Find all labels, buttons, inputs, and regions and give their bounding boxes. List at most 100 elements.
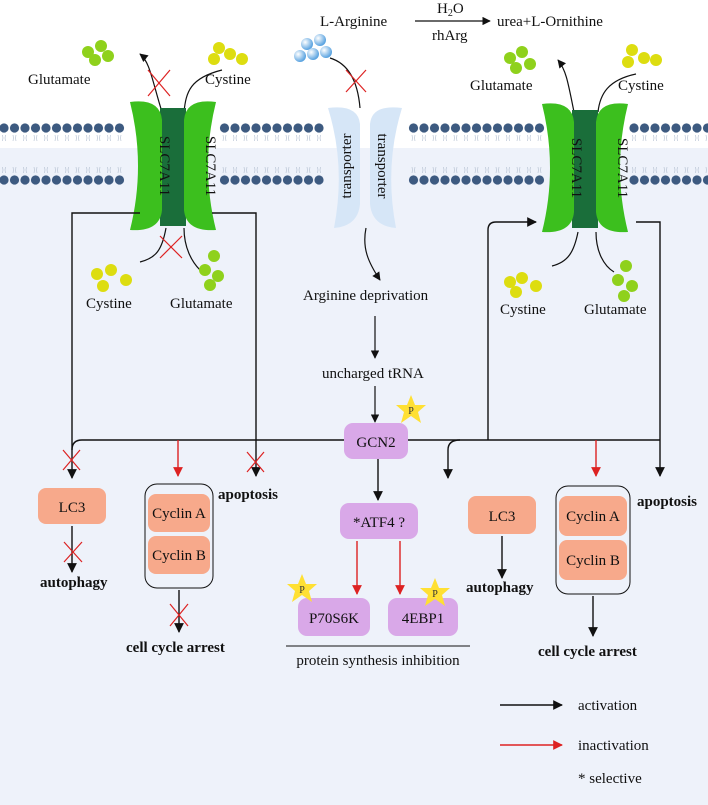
lipid-tail [306,166,311,174]
arginase-reaction: L-Arginine H2O rhArg urea+L-Ornithine [320,1,603,44]
slc7a11-left-subunit [130,101,162,231]
inhibit-cross [246,451,265,473]
lipid-tail [254,134,258,142]
cell-cycle-arrest-label: cell cycle arrest [126,640,225,656]
lipid-tail [506,166,510,174]
lipid-tail [495,134,500,142]
arginine-uptake-line [329,57,361,109]
gcn2-left-bar [71,439,344,451]
glutamate-molecule [82,40,114,66]
legend: activation inactivation * selective [500,698,649,787]
apoptosis-label: apoptosis [637,494,697,510]
cell-membrane [0,123,708,185]
lipid-head [219,123,230,133]
p70s6k-node: P70S6K P [287,574,370,636]
slc7a11-label: SLC7A11 [614,138,630,198]
lipid-tail [684,134,689,142]
lipid-tail [642,166,647,174]
lipid-head [272,175,282,185]
lipid-tail [453,166,458,174]
lipid-head [272,123,282,133]
lipid-head [20,175,30,185]
cystine-label: Cystine [500,302,546,318]
lipid-tail [33,166,38,174]
lipid-tail [653,166,657,174]
left-outcomes: LC3 autophagy Cyclin A Cyclin B cell cyc… [38,483,278,656]
lipid-tail [96,134,101,142]
right-slc-activation [487,217,537,440]
slc7a11-right-subunit [184,101,216,231]
lipid-head [51,175,62,185]
cystine-label: Cystine [618,78,664,94]
lipid-head [51,123,62,133]
lipid-tail [254,166,258,174]
lipid-tail [474,166,479,174]
lipid-tail [222,166,227,174]
lipid-tail [296,134,300,142]
lipid-tail [54,134,59,142]
cystine-inner-line [139,227,167,263]
lipid-tail [2,134,6,142]
lipid-tail [516,166,521,174]
left-apoptosis-line [212,212,261,477]
lipid-head [440,175,450,185]
lipid-head [104,175,114,185]
lipid-head [408,175,419,185]
lipid-tail [443,134,447,142]
lipid-head [513,123,524,133]
lipid-tail [495,166,500,174]
inhibit-cross [159,235,183,259]
lipid-head [62,175,72,185]
inhibit-cross [62,449,81,471]
glutamate-label: Glutamate [28,72,91,88]
protein-synthesis-label: protein synthesis inhibition [296,653,460,669]
cystine-molecule [208,42,248,65]
glutamate-label: Glutamate [584,302,647,318]
lipid-tail [537,166,542,174]
right-apoptosis-line [636,221,665,477]
lipid-head [524,123,534,133]
transporter-left-subunit [328,107,360,228]
glutamate-inner-line [183,227,201,271]
lipid-tail [632,166,636,174]
lipid-head [534,175,545,185]
lipid-tail [285,134,290,142]
glutamate-inner-line [595,231,615,273]
lipid-head [629,175,639,185]
products-label: urea+L-Ornithine [497,14,603,30]
cyclin-b-label: Cyclin B [566,553,620,569]
cyclin-b-node [148,536,210,574]
signal-network [62,212,665,479]
lipid-head [408,123,419,133]
right-lc3-arrow [443,439,461,479]
lc3-node [38,488,106,524]
lipid-head [650,175,660,185]
glutamate-molecule [612,260,638,302]
lipid-tail [222,134,227,142]
lipid-tail [663,166,668,174]
lipid-tail [44,166,48,174]
lipid-head [314,175,324,185]
lipid-head [492,175,503,185]
cell-interior [0,148,708,805]
lipid-tail [432,134,437,142]
lipid-head [41,175,51,185]
glutamate-label: Glutamate [170,296,233,312]
lipid-tail [527,166,531,174]
lipid-tail [695,166,699,174]
lipid-tail [485,134,489,142]
lipid-head [660,175,671,185]
lc3-node [468,496,536,534]
cyclin-a-node [559,496,627,536]
lipid-head [650,123,660,133]
cyclin-b-node [559,540,627,580]
lipid-head [639,123,650,133]
lipid-tail [44,134,48,142]
glutamate-label: Glutamate [470,78,533,94]
lipid-head [692,175,702,185]
lipid-tail [684,166,689,174]
lipid-head [282,123,293,133]
lipid-tail [653,134,657,142]
